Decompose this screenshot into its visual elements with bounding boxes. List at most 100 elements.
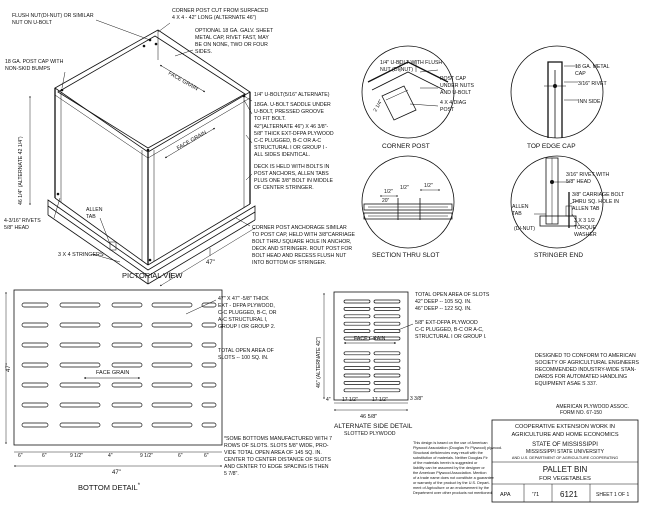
side-slot — [343, 351, 371, 356]
side-slot — [373, 366, 401, 370]
title-block-line2: AGRICULTURE AND HOME ECONOMICS — [511, 432, 618, 438]
allen-tab-shape — [109, 241, 117, 251]
stringer-block — [539, 215, 577, 227]
section-dim-1: 1/2" — [384, 189, 393, 195]
title-block-apa: APA — [500, 492, 511, 498]
side-plywood-note: 5/8" EXT-DFPA PLYWOOD C-C PLUGGED, B-C O… — [415, 320, 486, 340]
disclaimer-text: This design is based on the use of Ameri… — [413, 441, 503, 495]
alternate-side-subtitle: SLOTTED PLYWOOD — [344, 431, 396, 437]
note-anchorage: CORNER POST ANCHORAGE SIMILAR TO POST CA… — [252, 225, 356, 266]
section-dim-2: 1/2" — [400, 185, 409, 191]
note-panel: 42"(ALTERNATE 46") X 46 3/8"- 5/8" THICK… — [254, 124, 335, 158]
bottom-dim-1: 6" — [18, 453, 23, 459]
side-slot-grid — [343, 299, 401, 393]
bottom-width-dimension: 47" — [112, 470, 121, 476]
bottom-slot — [21, 402, 49, 408]
top-edge-cap-detail: 18 GA. METAL CAP 3/16" RIVET INN SIDE TO… — [510, 45, 610, 150]
section-plywood-bottom — [363, 212, 453, 220]
stringer-end-detail: 3/16" RIVET WITH 5/8" HEAD 3/8" CARRIAGE… — [510, 155, 625, 259]
bottom-slot — [151, 402, 193, 408]
corner-post-title: CORNER POST — [382, 143, 430, 150]
side-slot — [343, 307, 371, 311]
bottom-slot — [111, 302, 143, 308]
side-slot — [373, 388, 401, 393]
bottom-side-dimension: 47" — [6, 363, 12, 372]
top-edge-cap-circle — [510, 45, 604, 139]
bottom-slot — [201, 302, 217, 308]
post-cap-bumps — [56, 38, 246, 262]
bottom-detail: FACE GRAIN 47" 47" 6" 6" 9 1/2" 4" 9 1/2… — [5, 289, 332, 492]
bottom-slot — [59, 382, 101, 388]
side-open-area-note: TOTAL OPEN AREA OF SLOTS 42" DEEP -- 105… — [415, 292, 491, 312]
bottom-panel-outline — [13, 289, 223, 446]
note-stringers: 3 X 4 STRINGERS — [58, 252, 104, 258]
note-rivets: 4-3/16" RIVETS 5/8" HEAD — [4, 218, 42, 231]
side-slot — [373, 321, 401, 326]
pictorial-view-title: PICTORIAL VIEW — [122, 271, 183, 280]
corner-post-u-bolt-note: 1/4" U-BOLT WITH FLUSH NUT (DI-NUT) — [380, 60, 444, 73]
note-deck: DECK IS HELD WITH BOLTS IN POST ANCHORS,… — [254, 164, 334, 191]
corner-post-inset-dim: 2 1/4" — [373, 99, 385, 113]
side-slot — [343, 329, 371, 333]
side-face-grain-label: FACE GRAIN — [354, 336, 386, 342]
stringer-dinut-note: (DI-NUT) — [514, 226, 535, 232]
title-block: COOPERATIVE EXTENSION WORK IN AGRICULTUR… — [491, 419, 639, 503]
base-deck — [47, 199, 256, 277]
bin-top-edge — [54, 29, 251, 153]
side-slot — [373, 299, 401, 304]
side-slot — [343, 358, 371, 363]
section-plywood-top — [363, 203, 453, 211]
section-slot-circle — [361, 155, 455, 249]
bottom-slot — [111, 402, 143, 408]
corner-post-cap-note: POST CAP UNDER NUTS AND U-BOLT — [440, 76, 475, 96]
side-slot — [343, 314, 371, 319]
width-dimension: 47" — [206, 260, 215, 266]
bottom-slot — [59, 322, 101, 328]
bottom-face-grain-label: FACE GRAIN — [96, 370, 129, 376]
section-dim-4: 20" — [382, 198, 390, 204]
section-dim-3: 1/2" — [424, 183, 433, 189]
bottom-plywood-note: 47" X 47" -5/8" THICK EXT - DFPA PLYWOOD… — [218, 296, 278, 330]
bottom-slot — [151, 342, 193, 348]
title-block-year: '71 — [532, 492, 539, 498]
sheet-number: SHEET 1 OF 1 — [596, 492, 629, 498]
note-flush-nut: FLUSH NUT(DI-NUT) OR SIMILAR NUT ON U-BO… — [12, 13, 95, 26]
stringer-rivet-note: 3/16" RIVET WITH 5/8" HEAD — [566, 172, 611, 185]
note-u-bolt: 1/4" U-BOLT(5/16" ALTERNATE) — [254, 92, 330, 98]
bottom-slot — [111, 382, 143, 388]
bottom-dim-5: 9 1/2" — [140, 453, 153, 459]
stringer-allen-note: ALLEN TAB — [512, 204, 530, 217]
bottom-dim-2: 6" — [42, 453, 47, 459]
bottom-slot — [201, 342, 217, 348]
bottom-slot — [111, 362, 143, 368]
alternate-side-title: ALTERNATE SIDE DETAIL — [334, 423, 413, 430]
bottom-open-area-note: TOTAL OPEN AREA OF SLOTS -- 100 SQ. IN. — [218, 348, 275, 361]
form-number: AMERICAN PLYWOOD ASSOC. FORM NO. 67-150 — [556, 404, 630, 416]
side-slot — [343, 299, 371, 304]
side-slot — [373, 351, 401, 356]
bottom-slot — [111, 422, 143, 428]
bottom-slot — [151, 322, 193, 328]
side-dim-2: 17 1/2" — [342, 397, 358, 403]
stringer-washer-note: 3 X 3 1/2 TORQUE WASHER — [574, 218, 598, 238]
bottom-slot — [151, 302, 193, 308]
side-slot — [373, 381, 401, 385]
bottom-slot — [151, 382, 193, 388]
bottom-slot — [201, 402, 217, 408]
bottom-slot — [21, 422, 49, 428]
section-thru-slot-title: SECTION THRU SLOT — [372, 252, 439, 259]
bottom-slot — [59, 342, 101, 348]
top-edge-cap-side-note: INN SIDE — [578, 99, 601, 105]
side-dim-4: 3 3/8" — [410, 396, 423, 402]
side-slot — [373, 358, 401, 363]
bottom-slot — [59, 362, 101, 368]
bottom-slot — [59, 422, 101, 428]
bottom-dim-3: 9 1/2" — [70, 453, 83, 459]
title-block-line3: STATE OF MISSISSIPPI — [532, 442, 598, 448]
bottom-slot — [201, 382, 217, 388]
side-slot — [343, 336, 371, 341]
bottom-slot — [151, 422, 193, 428]
side-slot — [343, 388, 371, 393]
diag-post-shape — [381, 85, 417, 121]
